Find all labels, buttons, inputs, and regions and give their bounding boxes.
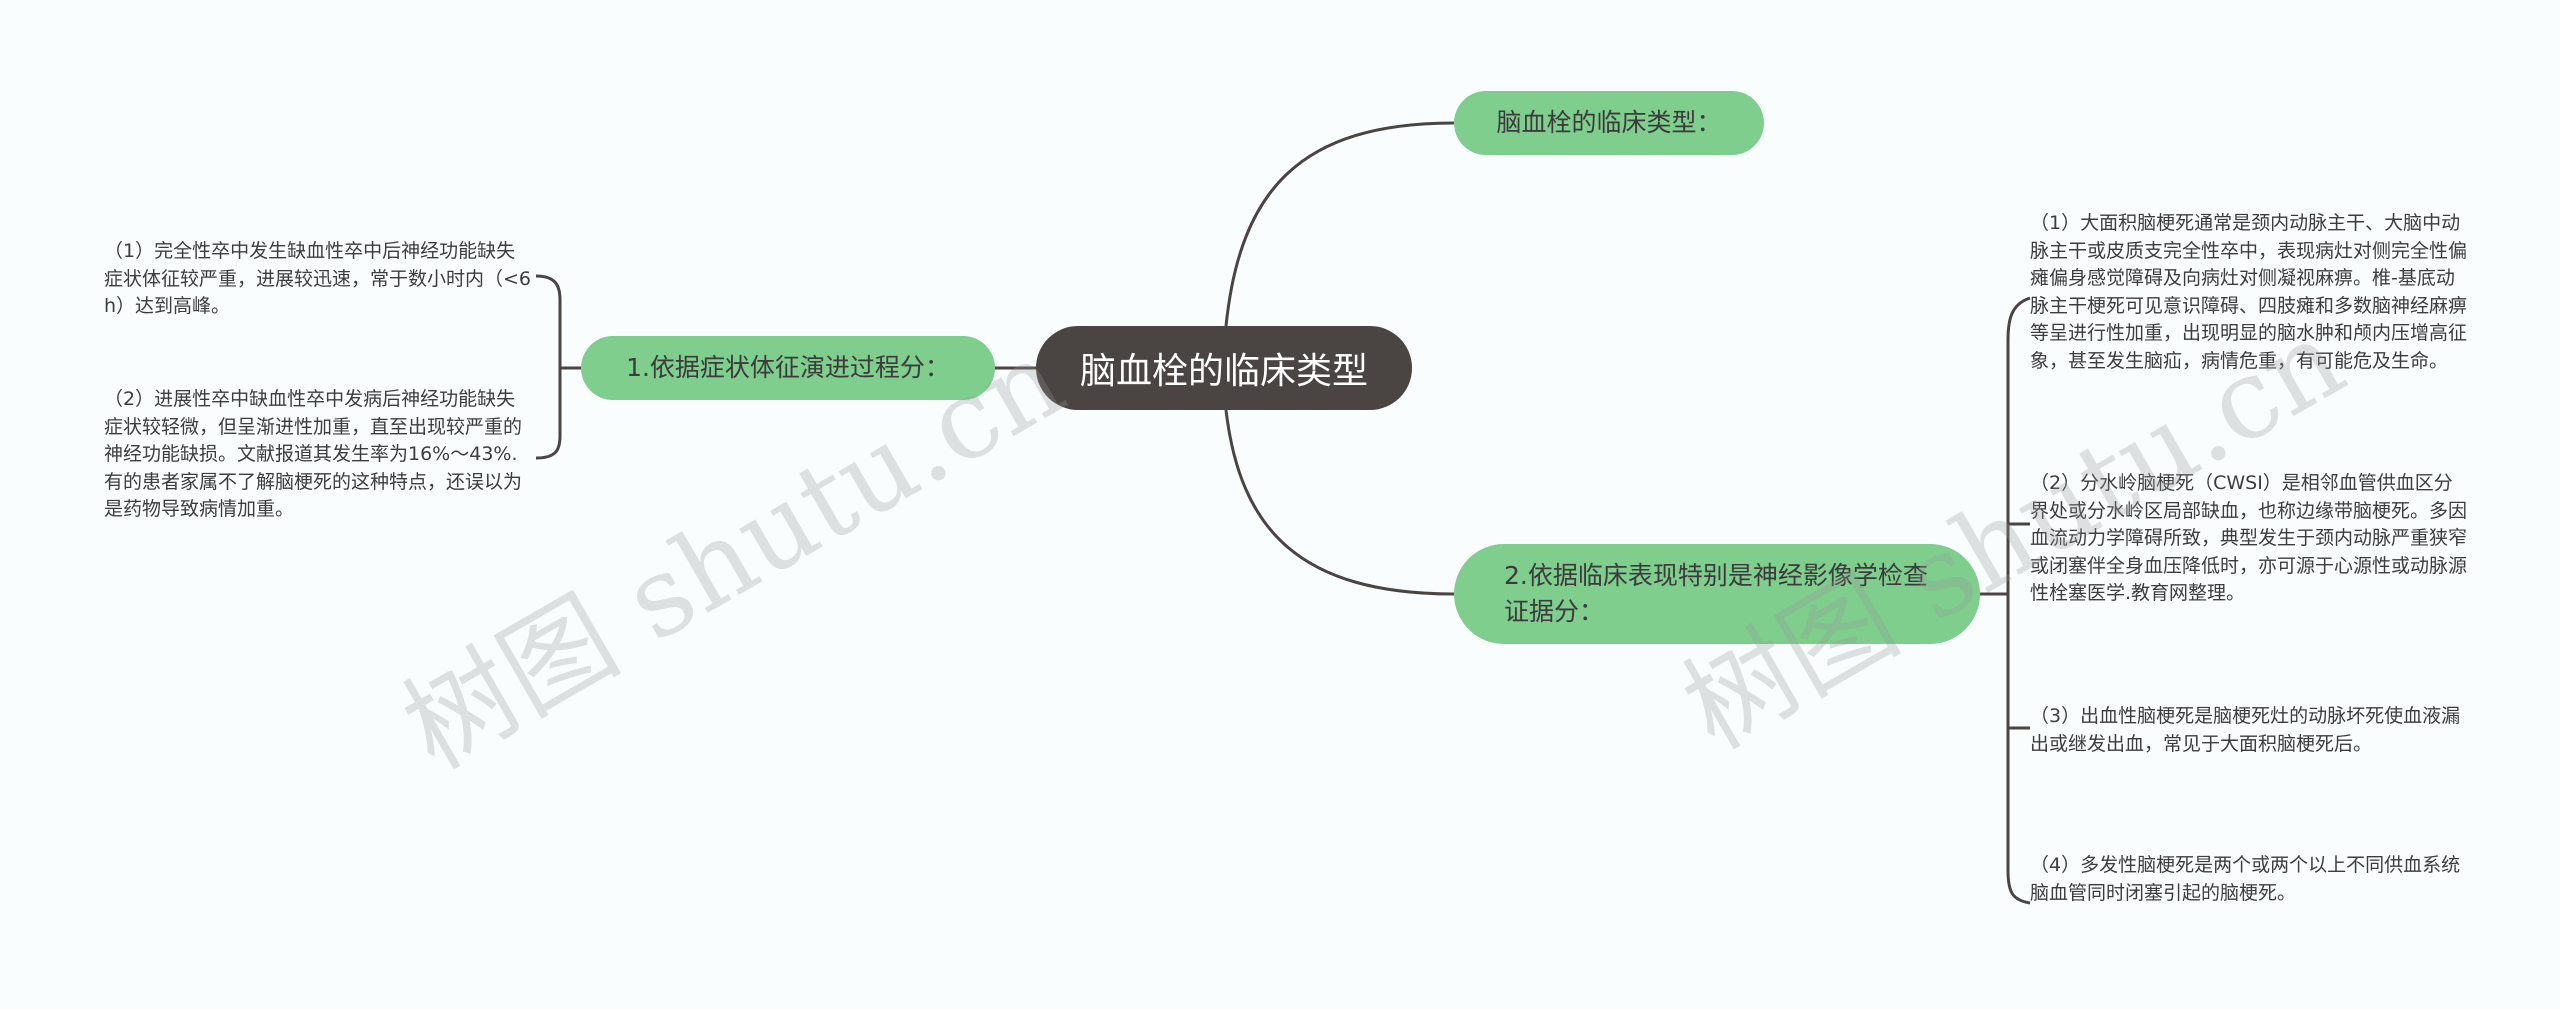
branch-node-types[interactable]: 脑血栓的临床类型： bbox=[1454, 91, 1764, 155]
branch-label: 2.依据临床表现特别是神经影像学检查证据分： bbox=[1504, 561, 1928, 626]
leaf-watershed-infarct: （2）分水岭脑梗死（CWSI）是相邻血管供血区分界处或分水岭区局部缺血，也称边缘… bbox=[2030, 472, 2468, 604]
leaf-large-infarct: （1）大面积脑梗死通常是颈内动脉主干、大脑中动脉主干或皮质支完全性卒中，表现病灶… bbox=[2030, 212, 2468, 372]
leaf-complete-stroke: （1）完全性卒中发生缺血性卒中后神经功能缺失症状体征较严重，进展较迅速，常于数小… bbox=[104, 240, 532, 317]
branch-node-imaging-evidence[interactable]: 2.依据临床表现特别是神经影像学检查证据分： bbox=[1454, 544, 1980, 644]
root-label: 脑血栓的临床类型 bbox=[1079, 351, 1368, 392]
leaf-multiple-infarct: （4）多发性脑梗死是两个或两个以上不同供血系统脑血管同时闭塞引起的脑梗死。 bbox=[2030, 854, 2461, 904]
root-node[interactable]: 脑血栓的临床类型 bbox=[1036, 326, 1412, 410]
leaf-progressive-stroke: （2）进展性卒中缺血性卒中发病后神经功能缺失症状较轻微，但呈渐进性加重，直至出现… bbox=[104, 388, 523, 520]
branch-label: 1.依据症状体征演进过程分： bbox=[626, 353, 950, 382]
leaf-hemorrhagic-infarct: （3）出血性脑梗死是脑梗死灶的动脉坏死使血液漏出或继发出血，常见于大面积脑梗死后… bbox=[2030, 705, 2461, 755]
branch-node-symptom-progression[interactable]: 1.依据症状体征演进过程分： bbox=[581, 336, 995, 400]
branch-label: 脑血栓的临床类型： bbox=[1496, 108, 1722, 137]
